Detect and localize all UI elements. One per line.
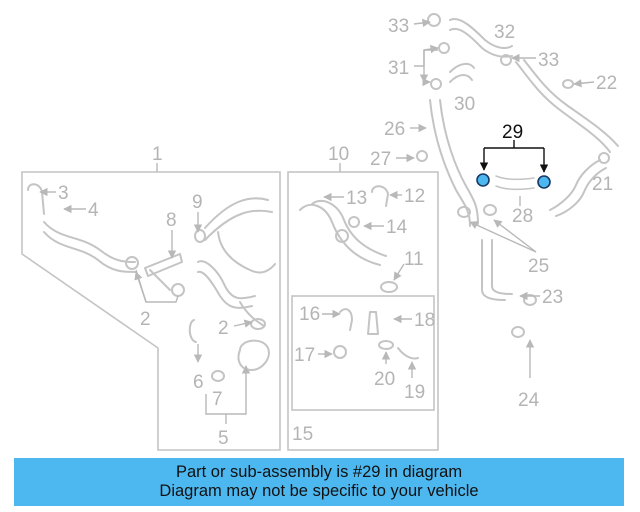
callout-4: 4 [88,200,99,221]
callout-28: 28 [512,206,533,227]
callout-22: 22 [596,73,617,94]
callout-33a: 33 [388,16,409,37]
callout-6: 6 [193,372,204,393]
callout-25: 25 [528,256,549,277]
callout-33b: 33 [538,50,559,71]
callout-29: 29 [502,122,523,143]
banner-line-1: Part or sub-assembly is #29 in diagram [175,463,463,481]
callout-32: 32 [494,22,515,43]
part-29-clamps[interactable]: 29 [476,122,551,189]
callout-8: 8 [166,210,177,231]
callout-15: 15 [292,424,313,445]
callout-20: 20 [374,369,395,390]
callout-31: 31 [388,58,409,79]
callout-14: 14 [386,217,408,238]
callout-11: 11 [404,249,424,270]
callout-19: 19 [404,382,425,403]
callout-9: 9 [192,192,203,213]
callout-30: 30 [454,94,475,115]
info-banner: Part or sub-assembly is #29 in diagram D… [14,458,624,506]
callout-23: 23 [542,287,563,308]
hose-assembly-left [27,183,276,382]
banner-line-2: Diagram may not be specific to your vehi… [159,482,479,500]
clamp-29-left[interactable] [476,173,490,187]
callout-12: 12 [404,186,425,207]
callout-24: 24 [518,390,540,411]
callout-27: 27 [370,149,391,170]
callout-13: 13 [346,188,367,209]
callout-2b: 2 [218,318,229,339]
callout-17: 17 [294,345,315,366]
callout-1: 1 [152,144,163,165]
clamp-29-right[interactable] [537,175,551,189]
group-box-10 [287,171,439,451]
callout-3: 3 [58,183,69,204]
callout-7: 7 [212,389,223,410]
group-box-1 [21,171,281,451]
group-box-15-inner [291,295,435,411]
callout-2a: 2 [140,309,151,330]
callout-5: 5 [218,428,229,449]
callout-18: 18 [414,310,435,331]
callout-10: 10 [328,144,349,165]
callout-21: 21 [592,174,613,195]
hose-assembly-right [416,13,619,338]
callout-26: 26 [384,119,405,140]
hose-assembly-middle [299,185,419,360]
callout-16: 16 [299,304,320,325]
